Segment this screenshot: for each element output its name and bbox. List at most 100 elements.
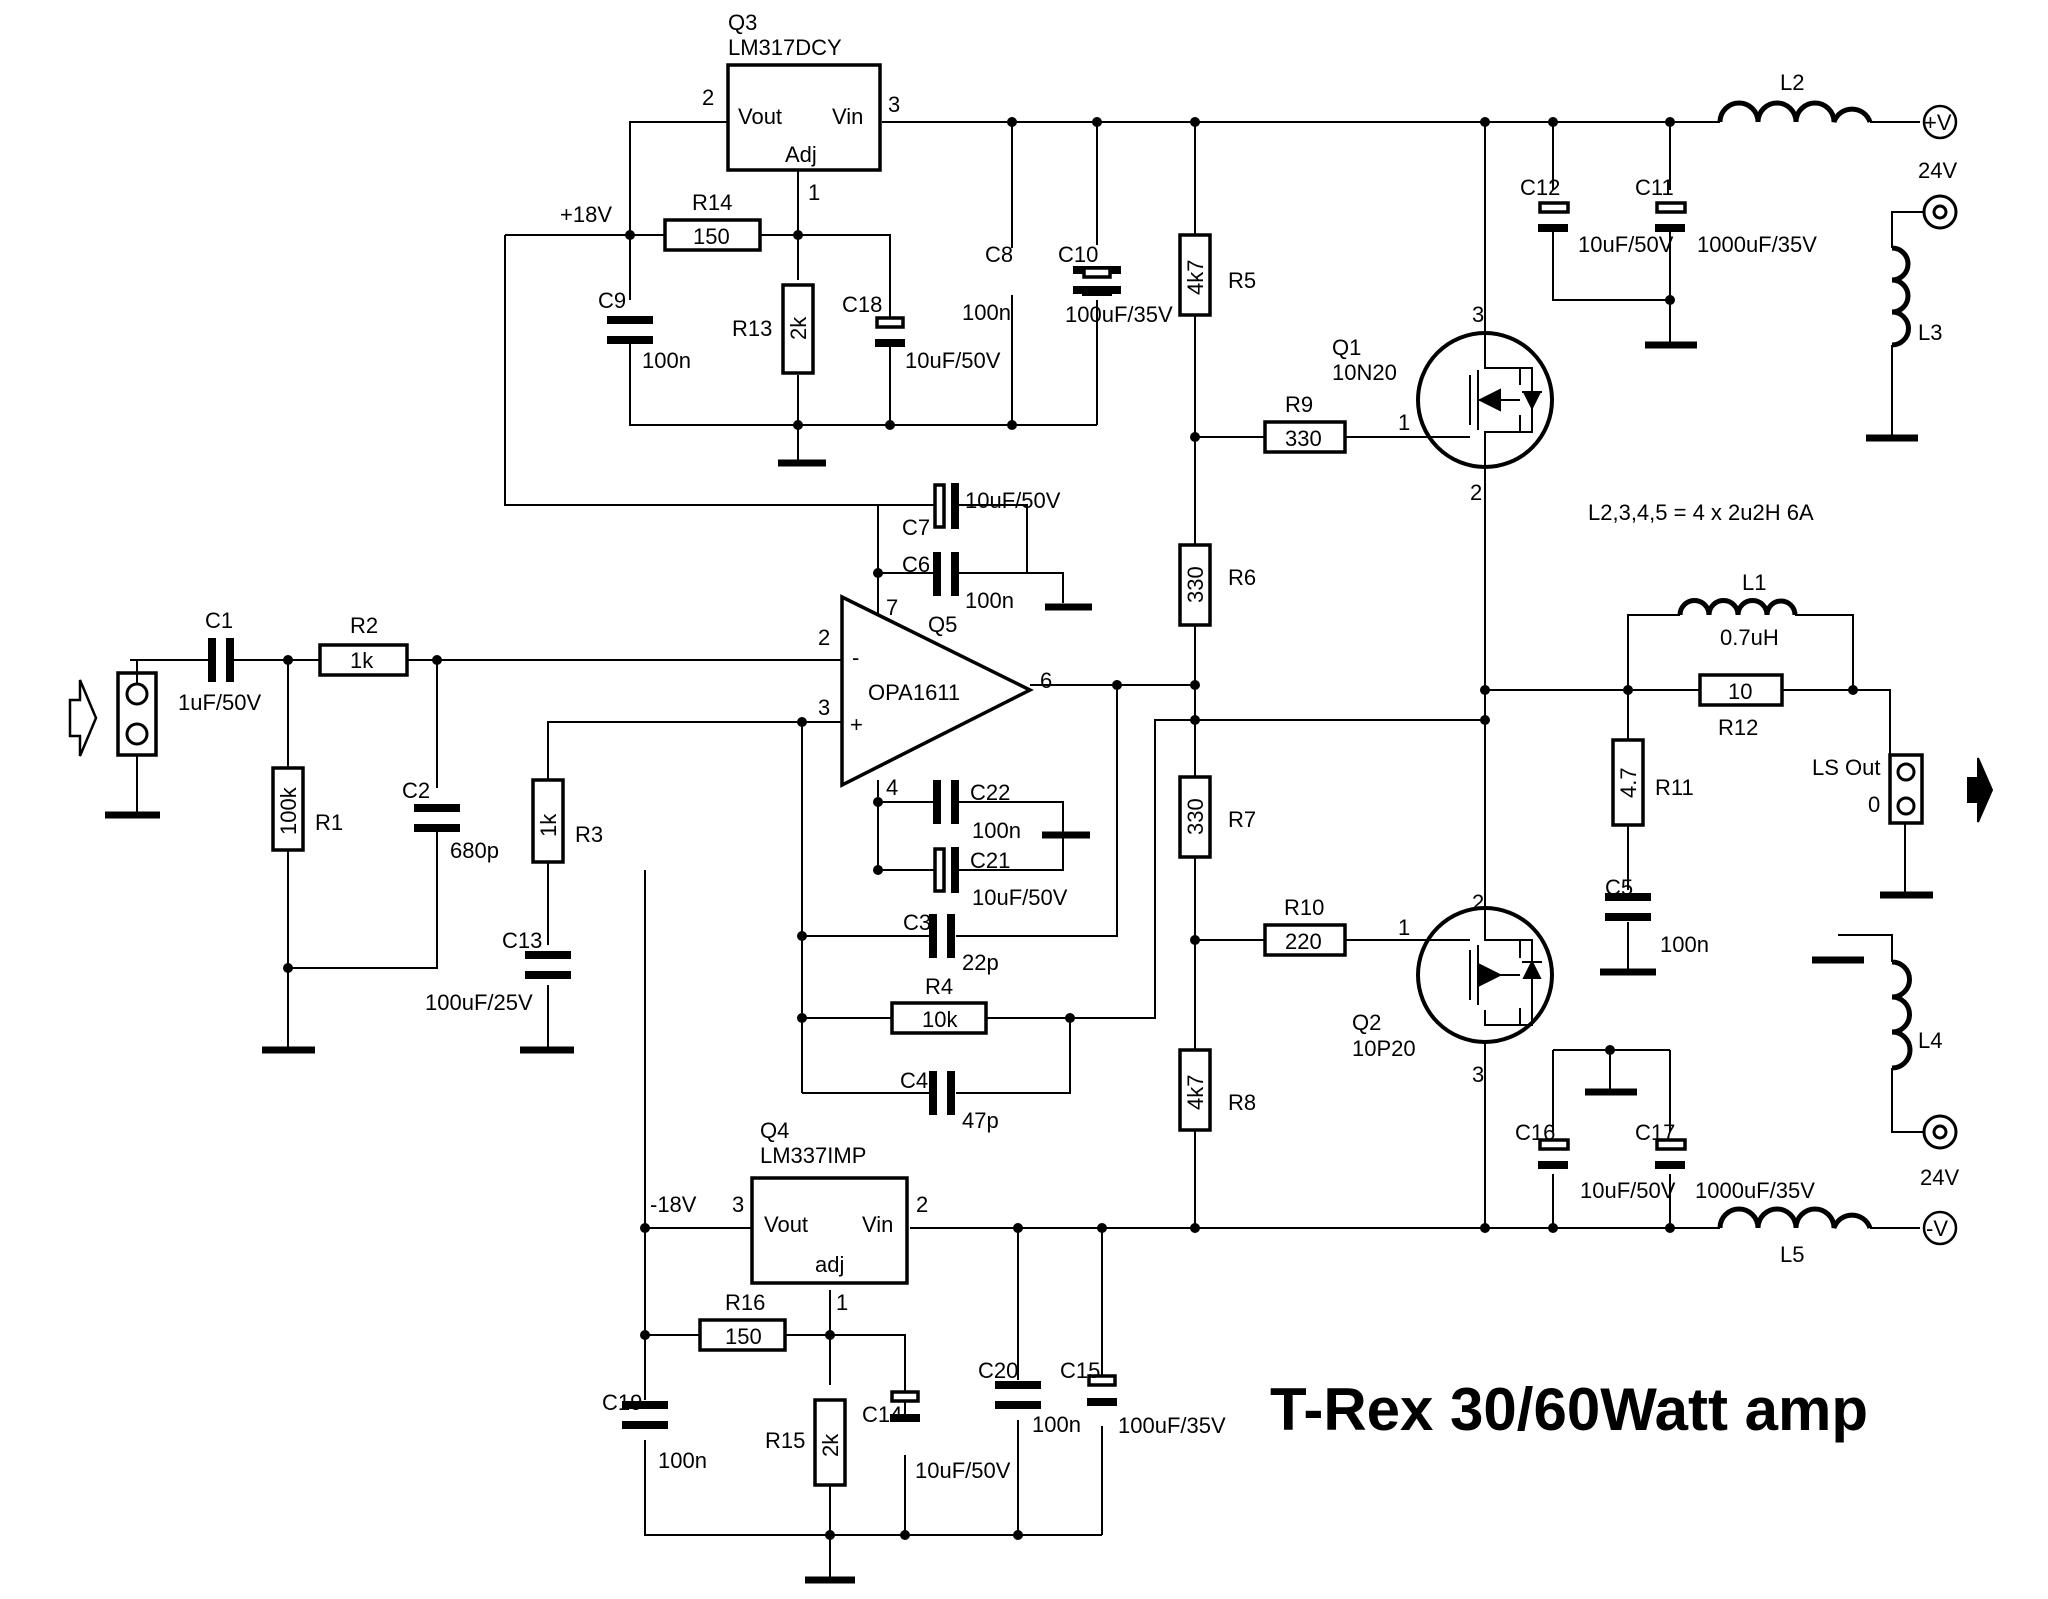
- c20-name: C20: [978, 1358, 1018, 1383]
- capacitor-c4: C4 47p: [900, 1068, 999, 1133]
- c15-value: 100uF/35V: [1118, 1413, 1226, 1438]
- q4-pin-adj: 1: [836, 1290, 848, 1315]
- r8-name: R8: [1228, 1090, 1256, 1115]
- c7-name: C7: [902, 515, 930, 540]
- r11-value: 4.7: [1616, 767, 1641, 798]
- r8-value: 4k7: [1183, 1075, 1208, 1110]
- l5-name: L5: [1780, 1242, 1804, 1267]
- q4-part: LM337IMP: [760, 1143, 866, 1168]
- c21-value: 10uF/50V: [972, 885, 1068, 910]
- inductor-l5: L5: [1717, 1206, 1873, 1267]
- q5-plus-input: +: [850, 712, 863, 737]
- c10-value: 100uF/35V: [1065, 302, 1173, 327]
- input-connector: [116, 660, 158, 815]
- r12-value: 10: [1728, 679, 1752, 704]
- inductor-l3: L3: [1891, 245, 1942, 348]
- r6-value: 330: [1183, 566, 1208, 603]
- r15-name: R15: [765, 1428, 805, 1453]
- q5-name: Q5: [928, 612, 957, 637]
- capacitor-c12: C12 10uF/50V: [1520, 175, 1674, 257]
- c7-value: 10uF/50V: [965, 488, 1061, 513]
- r1-name: R1: [315, 810, 343, 835]
- c5-name: C5: [1605, 875, 1633, 900]
- capacitor-c3: C3 22p: [903, 910, 999, 975]
- plus18-label: +18V: [560, 202, 612, 227]
- capacitor-c13: C13 100uF/25V: [425, 928, 571, 1015]
- q4-name: Q4: [760, 1118, 789, 1143]
- q3-vin-label: Vin: [832, 104, 863, 129]
- q2-pin-1: 1: [1398, 915, 1410, 940]
- ls-out-label: LS Out: [1812, 755, 1880, 780]
- q2-name: Q2: [1352, 1010, 1381, 1035]
- input-arrow-icon: [68, 679, 98, 757]
- c18-value: 10uF/50V: [905, 348, 1001, 373]
- q1-pin-3: 3: [1472, 302, 1484, 327]
- q3-adj-label: Adj: [785, 142, 817, 167]
- r6-name: R6: [1228, 565, 1256, 590]
- capacitor-c16: C16 10uF/50V: [1515, 1120, 1676, 1203]
- ls-zero-label: 0: [1868, 792, 1880, 817]
- c22-name: C22: [970, 780, 1010, 805]
- c3-name: C3: [903, 910, 931, 935]
- q4-vin-label: Vin: [862, 1212, 893, 1237]
- q5-minus-input: -: [852, 645, 859, 670]
- q3-pin-adj: 1: [808, 180, 820, 205]
- q3-name: Q3: [728, 10, 757, 35]
- c9-name: C9: [598, 288, 626, 313]
- r12-name: R12: [1718, 715, 1758, 740]
- q4-pin-vout: 3: [732, 1192, 744, 1217]
- c19-name: C19: [602, 1390, 642, 1415]
- c11-name: C11: [1635, 175, 1674, 200]
- c11-value: 1000uF/35V: [1697, 232, 1817, 257]
- q4-pin-vin: 2: [916, 1192, 928, 1217]
- junction-dots: [283, 117, 1858, 1540]
- resistor-r13: 2k R13: [732, 283, 815, 375]
- c4-value: 47p: [962, 1108, 999, 1133]
- r7-value: 330: [1183, 798, 1208, 835]
- q3-pin-vout: 2: [702, 85, 714, 110]
- resistor-r11: 4.7 R11: [1611, 738, 1694, 827]
- q4-regulator: Q4 LM337IMP Vout Vin adj 3 2 1: [732, 1118, 928, 1315]
- mosfet-q1: Q1 10N20 1 2 3: [1332, 302, 1554, 505]
- r16-name: R16: [725, 1290, 765, 1315]
- r7-name: R7: [1228, 807, 1256, 832]
- rail-top-label: 24V: [1918, 158, 1957, 183]
- minus-v-label: -V: [1926, 1216, 1948, 1241]
- q4-vout-label: Vout: [764, 1212, 808, 1237]
- capacitor-c8: C8 100n: [962, 242, 1121, 325]
- c22-value: 100n: [972, 818, 1021, 843]
- c10-name: C10: [1058, 242, 1098, 267]
- resistor-r3: 1k R3: [531, 778, 603, 864]
- r4-value: 10k: [922, 1007, 958, 1032]
- capacitor-c21: C21 10uF/50V: [933, 847, 1068, 910]
- c6-value: 100n: [965, 588, 1014, 613]
- c1-value: 1uF/50V: [178, 690, 261, 715]
- resistor-r9: 330 R9: [1263, 392, 1347, 454]
- terminal-plus-v: +V: [1922, 104, 1958, 140]
- resistor-r4: 10k R4: [890, 974, 988, 1035]
- c18-name: C18: [842, 292, 882, 317]
- capacitor-c18: C18 10uF/50V: [842, 292, 1001, 373]
- q5-pin-3: 3: [818, 695, 830, 720]
- c9-value: 100n: [642, 348, 691, 373]
- inductor-l1: L1 0.7uH: [1677, 570, 1798, 650]
- capacitor-c20: C20 100n: [978, 1358, 1081, 1437]
- c17-name: C17: [1635, 1120, 1675, 1145]
- q3-pin-vin: 3: [888, 92, 900, 117]
- q5-part: OPA1611: [868, 680, 960, 705]
- c14-name: C14: [862, 1402, 902, 1427]
- c5-value: 100n: [1660, 932, 1709, 957]
- resistor-r2: 1k R2: [318, 613, 409, 677]
- terminal-24v-top: 24V: [1918, 158, 1958, 230]
- inductor-l4: L4: [1891, 959, 1942, 1071]
- wires: [130, 121, 1923, 1580]
- r13-name: R13: [732, 316, 772, 341]
- r14-name: R14: [692, 190, 732, 215]
- r2-name: R2: [350, 613, 378, 638]
- q1-part: 10N20: [1332, 360, 1397, 385]
- q5-opamp: Q5 OPA1611 - + 2 3 4 6 7: [818, 594, 1052, 800]
- capacitor-c5: C5 100n: [1605, 875, 1709, 957]
- l2-name: L2: [1780, 70, 1804, 95]
- capacitor-c15: C15 100uF/35V: [1060, 1358, 1226, 1438]
- c4-name: C4: [900, 1068, 928, 1093]
